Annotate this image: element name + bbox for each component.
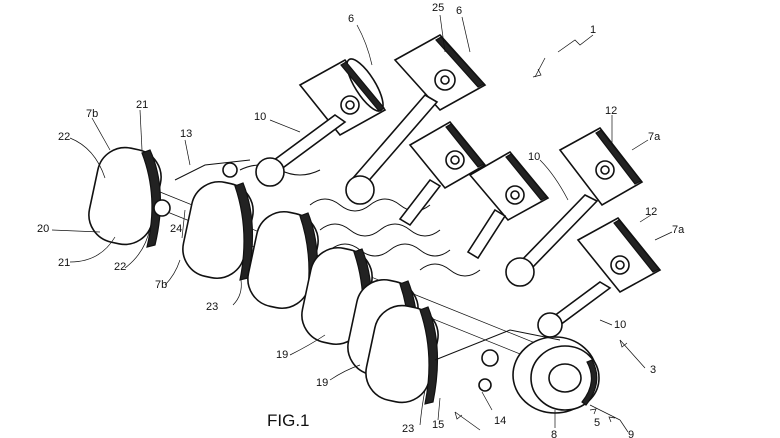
piston-2 xyxy=(395,35,485,110)
label-24: 24 xyxy=(170,223,182,235)
label-6-left: 6 xyxy=(348,13,354,25)
label-19-left: 19 xyxy=(276,349,288,361)
label-25: 25 xyxy=(432,2,444,14)
piston-5 xyxy=(560,128,642,205)
label-7a-upper: 7a xyxy=(648,131,661,143)
label-12-lower: 12 xyxy=(645,206,657,218)
label-9: 9 xyxy=(628,429,634,438)
label-20: 20 xyxy=(37,223,49,235)
label-15: 15 xyxy=(432,419,444,431)
label-13: 13 xyxy=(180,128,192,140)
counterweight-2 xyxy=(178,177,259,284)
label-7b-lower: 7b xyxy=(155,279,167,291)
label-21-upper: 21 xyxy=(136,99,148,111)
label-23-upper: 23 xyxy=(206,301,218,313)
label-5: 5 xyxy=(594,417,600,429)
label-6-right: 6 xyxy=(456,5,462,17)
label-3: 3 xyxy=(650,364,656,376)
label-21-lower: 21 xyxy=(58,257,70,269)
label-1: 1 xyxy=(590,24,596,36)
label-14: 14 xyxy=(494,415,506,427)
label-10-left: 10 xyxy=(254,111,266,123)
label-12-upper: 12 xyxy=(605,105,617,117)
figure-caption: FIG.1 xyxy=(267,411,310,430)
label-10-right: 10 xyxy=(614,319,626,331)
flywheel-hub xyxy=(435,330,599,413)
piston-6 xyxy=(578,218,660,292)
label-22-lower: 22 xyxy=(114,261,126,273)
label-10-middle: 10 xyxy=(528,151,540,163)
label-7b-upper: 7b xyxy=(86,108,98,120)
counterweight-20 xyxy=(84,142,167,249)
label-8: 8 xyxy=(551,429,557,438)
label-19-right: 19 xyxy=(316,377,328,389)
label-23-lower: 23 xyxy=(402,423,414,435)
label-7a-lower: 7a xyxy=(672,224,685,236)
label-22-upper: 22 xyxy=(58,131,70,143)
